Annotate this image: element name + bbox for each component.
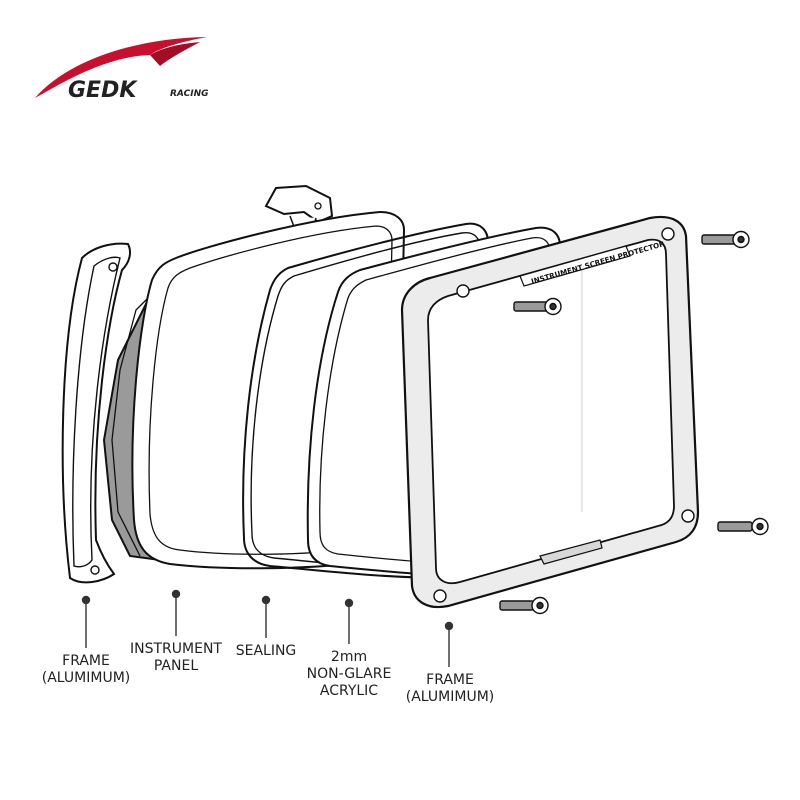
callout-dot-frame-left [81, 595, 91, 605]
callout-frame-right-line-2: (ALUMIMUM) [405, 689, 495, 705]
left-frame [61, 242, 131, 584]
screw-top-right [701, 230, 750, 249]
callout-instrument-panel: INSTRUMENT PANEL [124, 641, 228, 675]
callout-frame-right-line-1: FRAME [426, 672, 474, 688]
screw-top-center [513, 297, 562, 316]
callout-instrument-panel-line-1: INSTRUMENT [130, 641, 222, 657]
brand-name: GEDK [68, 78, 138, 103]
callout-dot-sealing [261, 595, 271, 605]
screw-mid-right [717, 517, 769, 536]
callout-sealing-line-1: SEALING [235, 643, 297, 659]
logo-swoosh-tail [150, 42, 200, 66]
callout-dot-frame-right [444, 621, 454, 631]
callout-instrument-panel-line-2: PANEL [153, 658, 199, 674]
callout-acrylic: 2mm NON-GLARE ACRYLIC [300, 649, 398, 700]
callout-frame-left-line-2: (ALUMIMUM) [41, 670, 131, 686]
callout-frame-left: FRAME (ALUMIMUM) [34, 653, 138, 687]
front-frame: INSTRUMENT SCREEN PROTECTOR [400, 215, 700, 609]
brand-logo: GEDK RACING [35, 37, 209, 103]
callout-acrylic-line-1: 2mm [330, 649, 368, 665]
callout-frame-right: FRAME (ALUMIMUM) [398, 672, 502, 706]
label-plate [519, 245, 631, 287]
callout-sealing: SEALING [226, 643, 306, 660]
callout-dot-acrylic [344, 598, 354, 608]
callout-acrylic-line-3: ACRYLIC [319, 683, 379, 699]
callout-dot-instrument-panel [171, 589, 181, 599]
logo-swoosh [35, 37, 207, 98]
callout-leaders [81, 589, 454, 667]
screw-bottom [499, 596, 549, 615]
callout-acrylic-line-2: NON-GLARE [306, 666, 392, 682]
brand-suffix: RACING [170, 89, 209, 99]
callout-frame-left-line-1: FRAME [62, 653, 110, 669]
screw-bolts [499, 230, 769, 615]
